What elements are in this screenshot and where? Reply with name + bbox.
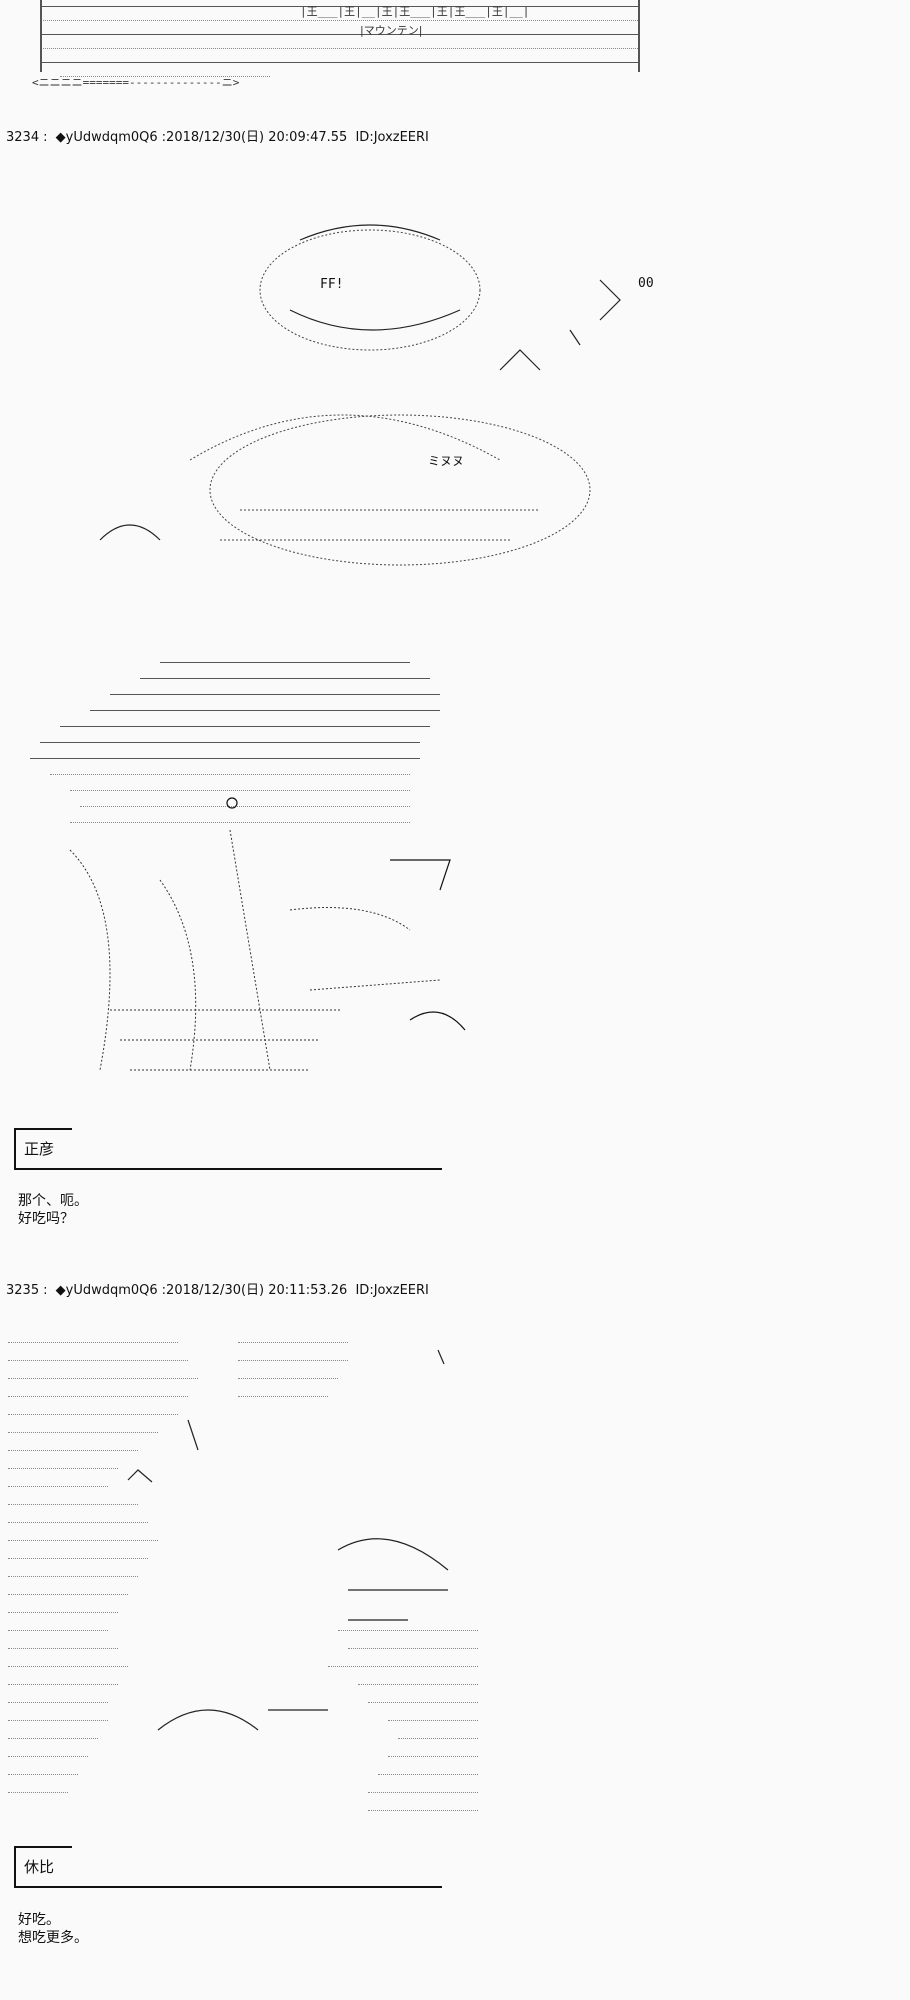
post-number: 3235 [6,1283,40,1298]
banner-sign: |マウンテン| [360,24,423,37]
post-id: ID:JoxzEERI [355,130,429,145]
dialogue-text: 那个、呃。 好吃吗？ [18,1192,88,1228]
dialogue-text: 好吃。 想吃更多。 [18,1911,88,1947]
speaker-box: 休比 [14,1846,442,1888]
post-datetime: :2018/12/30(日) 20:09:47.55 [161,130,348,145]
speaker-box: 正彦 [14,1128,442,1170]
post-trip: ◆yUdwdqm0Q6 [55,1283,158,1298]
aa-label-00: 00 [638,276,654,291]
dialogue-line: 那个、呃。 [18,1193,88,1209]
dialogue-line: 好吃。 [18,1912,60,1928]
speaker-name: 休比 [24,1858,55,1876]
ascii-art-banner [30,0,650,88]
post-number: 3234 [6,130,40,145]
dialogue-line: 想吃更多。 [18,1930,88,1946]
ascii-art-illustration [40,210,680,570]
post-trip: ◆yUdwdqm0Q6 [55,130,158,145]
dialogue-line: 好吃吗？ [18,1211,74,1227]
post-separator: : [43,1283,48,1298]
speaker-name: 正彦 [24,1140,55,1158]
aa-label-ff: FF! [320,277,344,292]
ascii-art-closeup [8,1330,478,1820]
banner-bottom-row: <ニニニニ=======--------------ニ> [32,76,240,89]
ascii-art-figure [10,650,470,1090]
aa-label-minunu: ミヌヌ [428,454,465,468]
banner-text-row: |王___|王|__|王|王___|王|王___|王|__| [300,5,530,18]
post-separator: : [43,130,48,145]
post-header: 3234: ◆yUdwdqm0Q6:2018/12/30(日) 20:09:47… [6,130,429,146]
post-datetime: :2018/12/30(日) 20:11:53.26 [161,1283,348,1298]
post-header: 3235: ◆yUdwdqm0Q6:2018/12/30(日) 20:11:53… [6,1283,429,1299]
post-id: ID:JoxzEERI [355,1283,429,1298]
